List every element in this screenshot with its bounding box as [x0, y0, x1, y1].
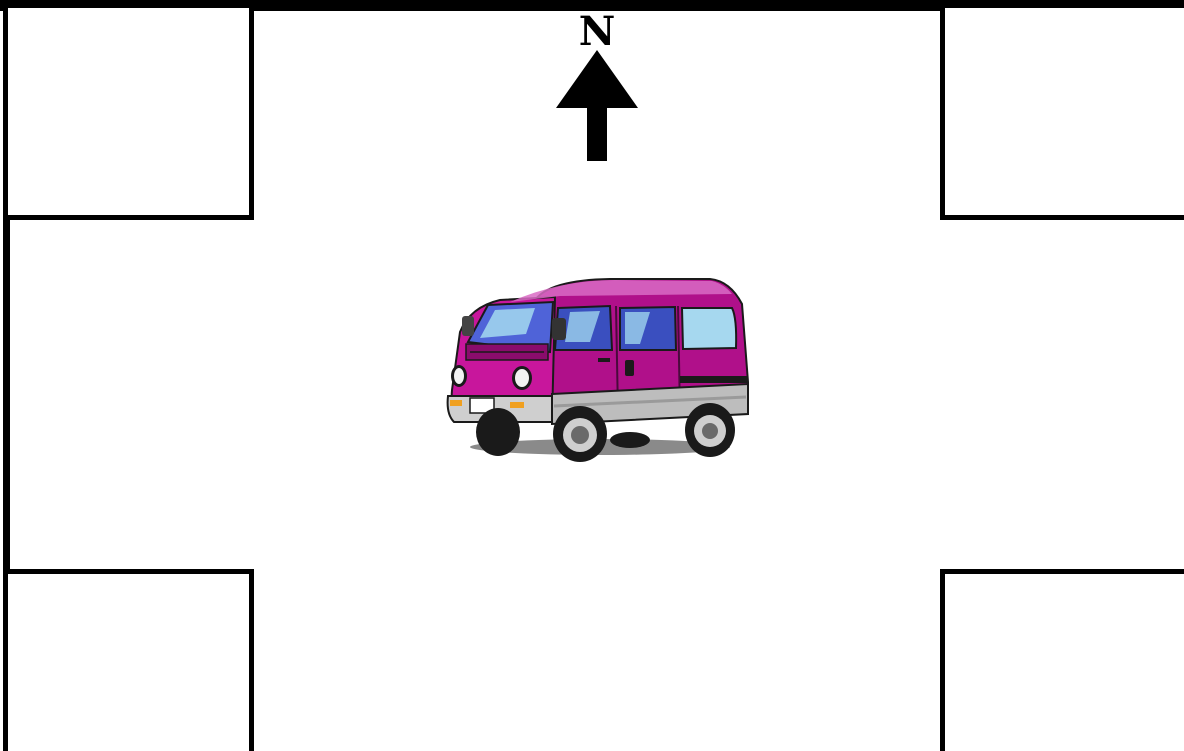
- van-icon: [440, 272, 756, 467]
- block-southwest: [3, 569, 254, 751]
- north-arrow-icon: [552, 50, 642, 165]
- block-southeast: [940, 569, 1184, 751]
- block-northwest: [3, 3, 254, 220]
- compass-north-label: N: [572, 8, 622, 56]
- block-northeast: [940, 3, 1184, 220]
